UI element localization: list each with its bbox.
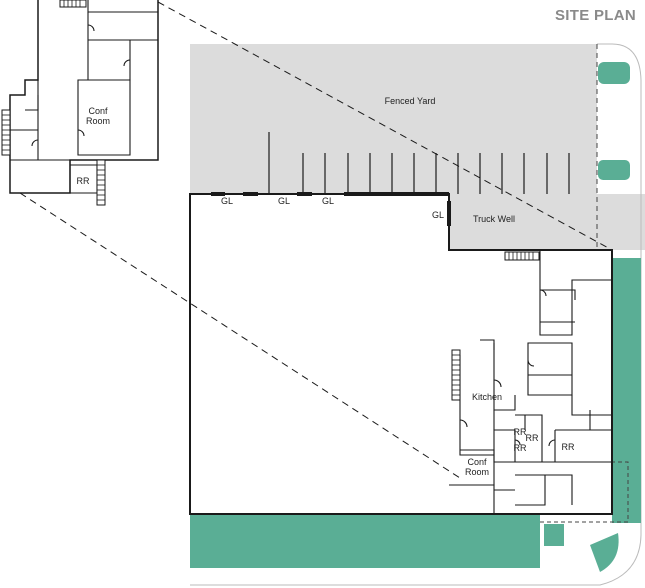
stairs-main [451,251,540,401]
gl-label-3: GL [322,196,334,206]
gl-label-4: GL [432,210,444,220]
office-inset [1,0,159,206]
inset-conf-room-label-line1: Conf [88,106,108,116]
fenced-yard-area [190,44,597,194]
parking-stalls [268,132,570,194]
page-title: SITE PLAN [555,7,636,24]
site-outline [190,43,645,586]
inset-conf-room-label-line2: Room [86,116,110,126]
office-interior [449,250,612,514]
conf-room-label-line1: Conf [467,457,487,467]
landscape-strip-south [190,514,540,568]
landscape-island-4 [590,533,619,572]
property-line [190,43,642,586]
fenced-yard-label: Fenced Yard [385,96,436,106]
rr-label-4: RR [562,442,575,452]
callout-lines [19,1,613,479]
truck-well-label: Truck Well [473,214,515,224]
truck-well-area [449,194,645,250]
landscape-strip-east [612,258,641,523]
gl-label-1: GL [221,196,233,206]
landscape-island-3 [544,524,564,546]
rr-label-1: RR [514,427,527,437]
rr-label-2: RR [526,433,539,443]
rr-label-3: RR [514,443,527,453]
gl-label-2: GL [278,196,290,206]
grade-level-doors [211,192,451,226]
landscape-island-1 [598,62,630,84]
conf-room-label-line2: Room [465,467,489,477]
kitchen-label: Kitchen [472,392,502,402]
inset-rr-label: RR [77,176,90,186]
landscape-island-2 [598,160,630,180]
